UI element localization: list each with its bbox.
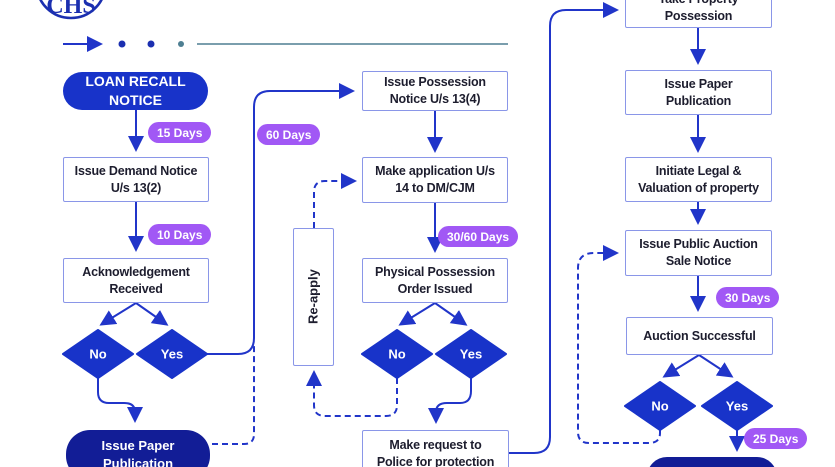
badge-30-60-days: 30/60 Days	[438, 226, 519, 247]
dot-icon	[178, 41, 184, 47]
auction-no-diamond	[624, 381, 696, 431]
ack-yes-diamond	[136, 329, 208, 379]
conn-police-take-possession	[509, 2, 619, 454]
dot-icon	[147, 40, 155, 48]
conn-paper-publication-merge-dashed	[212, 343, 255, 445]
badge-15-days: 15 Days	[148, 122, 212, 143]
badge-25-days: 25 Days	[744, 428, 808, 449]
physical-no-diamond	[361, 329, 433, 379]
ack-yes-label: Yes	[160, 346, 184, 362]
dot-icon	[118, 40, 126, 48]
conn-auction-no-loop-dashed	[577, 245, 661, 444]
badge-10-days: 10 Days	[148, 224, 212, 245]
conn-auction-no	[662, 354, 700, 378]
auction-yes-label: Yes	[725, 398, 749, 414]
conn-ack-yes	[135, 302, 169, 326]
auction-notice-box: Issue Public Auction Sale Notice	[625, 230, 772, 276]
reapply-box: Re-apply	[293, 228, 334, 366]
logo-monogram: CHS	[46, 0, 95, 19]
acknowledgement-box: Acknowledgement Received	[63, 258, 209, 303]
paper-publication-right-box: Issue Paper Publication	[625, 70, 772, 115]
application-dm-box: Make application U/s 14 to DM/CJM	[362, 157, 508, 203]
possession-notice-box: Issue Possession Notice U/s 13(4)	[362, 71, 508, 111]
conn-ack-no	[99, 302, 137, 326]
demand-notice-box: Issue Demand Notice U/s 13(2)	[63, 157, 209, 202]
ack-no-diamond	[62, 329, 134, 379]
police-request-box: Make request to Police for protection	[362, 430, 509, 467]
take-possession-box: Take Property Possession	[625, 0, 772, 28]
paper-publication-left-pill: Issue Paper Publication	[66, 430, 210, 467]
physical-no-label: No	[388, 346, 406, 362]
final-step-pill	[647, 457, 777, 467]
ack-no-label: No	[89, 346, 107, 362]
brand-logo: CHS	[39, 0, 103, 20]
physical-possession-box: Physical Possession Order Issued	[362, 258, 508, 303]
conn-yes-police-request	[428, 378, 472, 424]
conn-no-paper-publication	[97, 378, 143, 423]
conn-physical-no	[398, 302, 436, 326]
conn-physical-yes	[434, 302, 468, 326]
physical-yes-diamond	[435, 329, 507, 379]
badge-30-days: 30 Days	[716, 287, 780, 308]
auction-no-label: No	[651, 398, 669, 414]
loan-recall-pill: LOAN RECALL NOTICE	[63, 72, 208, 110]
physical-yes-label: Yes	[459, 346, 483, 362]
auction-yes-diamond	[701, 381, 773, 431]
conn-auction-yes	[698, 354, 734, 378]
conn-no-reapply-dashed	[306, 370, 398, 417]
badge-60-days: 60 Days	[257, 124, 321, 145]
conn-yes-possession-notice	[207, 83, 355, 355]
legal-valuation-box: Initiate Legal & Valuation of property	[625, 157, 772, 202]
conn-reapply-application-dashed	[313, 173, 357, 228]
auction-successful-box: Auction Successful	[626, 317, 773, 355]
